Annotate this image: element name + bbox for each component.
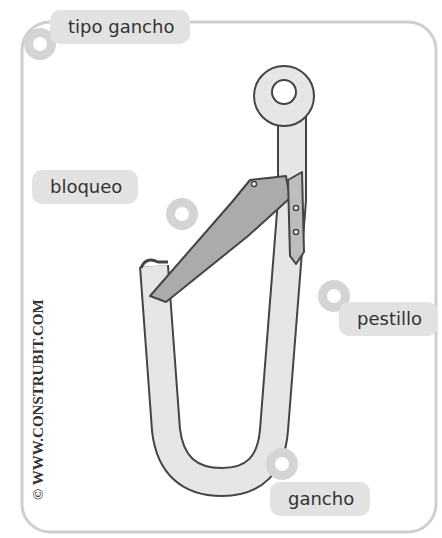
tab-ring [266, 448, 298, 480]
tab-ring-hole [175, 207, 189, 221]
tab-ring-hole [275, 457, 289, 471]
tab-ring-hole [327, 289, 341, 303]
hook-body [154, 112, 292, 482]
part-label: bloqueo [32, 170, 138, 204]
latch [288, 172, 304, 264]
tab-ring [166, 198, 198, 230]
frame [22, 22, 436, 532]
gate-pin [252, 182, 257, 187]
part-label: gancho [270, 482, 370, 516]
part-label: pestillo [339, 302, 438, 336]
latch-pin [294, 206, 299, 211]
hook-eye [254, 66, 314, 126]
hook-outline [154, 112, 292, 482]
tab-ring-hole [33, 37, 47, 51]
eye-hole [272, 80, 296, 104]
watermark: © WWW.CONSTRUBIT.COM [30, 299, 47, 500]
hook-tip [141, 260, 168, 268]
part-label: tipo gancho [50, 10, 190, 44]
latch-pin [294, 230, 299, 235]
gate [150, 176, 290, 302]
